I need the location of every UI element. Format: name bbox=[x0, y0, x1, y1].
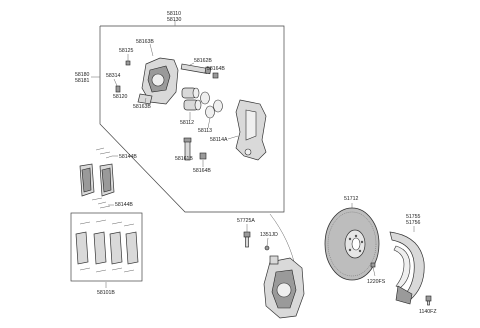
brake-rotor bbox=[324, 207, 380, 281]
pad-kit-outline bbox=[70, 212, 143, 282]
label-1140FZ: 1140FZ bbox=[419, 309, 437, 315]
guide-bolt-lower bbox=[183, 137, 192, 161]
label-58125: 58125 bbox=[119, 48, 134, 54]
steering-knuckle bbox=[263, 255, 305, 319]
label-51712: 51712 bbox=[344, 196, 359, 202]
label-1220FS: 1220FS bbox=[367, 279, 386, 285]
main-assembly-outline bbox=[99, 25, 285, 213]
label-57725A: 57725A bbox=[237, 218, 255, 224]
label-58112: 58112 bbox=[180, 120, 194, 126]
label-58163B-bottom: 58163B bbox=[133, 104, 151, 110]
caliper-body bbox=[137, 57, 179, 105]
label-1351JD: 1351JD bbox=[260, 232, 278, 238]
bolt-1140FZ bbox=[425, 295, 432, 306]
pad-clips-upper bbox=[95, 147, 113, 159]
screw-1220FS bbox=[370, 262, 376, 277]
boot-icon-lower bbox=[199, 152, 207, 160]
label-58163B-top: 58163B bbox=[136, 39, 154, 45]
label-58101B: 58101B bbox=[97, 290, 115, 296]
clip-1351JD-icon bbox=[264, 245, 270, 251]
cap-icon bbox=[115, 85, 121, 93]
label-58144B-bottom: 58144B bbox=[115, 202, 133, 208]
label-58161B: 58161B bbox=[175, 156, 193, 162]
label-58130: 58130 bbox=[167, 17, 182, 23]
label-58162B: 58162B bbox=[194, 58, 212, 64]
caliper-pistons bbox=[181, 87, 202, 111]
caliper-bracket bbox=[235, 99, 267, 161]
label-58114A: 58114A bbox=[210, 137, 228, 143]
label-58181: 58181 bbox=[75, 78, 90, 84]
label-51755: 51755 bbox=[406, 214, 421, 220]
label-58164B-bottom: 58164B bbox=[193, 168, 211, 174]
dust-cover bbox=[389, 231, 425, 305]
piston-seals bbox=[200, 91, 223, 119]
label-58110: 58110 bbox=[167, 11, 181, 17]
bolt-57725A bbox=[243, 231, 251, 248]
brake-pads-main bbox=[79, 163, 115, 197]
pad-clips-lower bbox=[91, 197, 111, 209]
label-58180: 58180 bbox=[75, 72, 90, 78]
label-58113: 58113 bbox=[198, 128, 212, 134]
boot-icon-upper bbox=[212, 72, 219, 79]
bleeder-screw-icon bbox=[125, 60, 131, 66]
label-58314: 58314 bbox=[106, 73, 121, 79]
pad-kit-pads bbox=[75, 219, 139, 273]
guide-bolt-upper bbox=[180, 63, 212, 75]
label-58144B-top: 58144B bbox=[119, 154, 137, 160]
label-58164B-top: 58164B bbox=[207, 66, 225, 72]
label-58120: 58120 bbox=[113, 94, 128, 100]
label-51756: 51756 bbox=[406, 220, 421, 226]
